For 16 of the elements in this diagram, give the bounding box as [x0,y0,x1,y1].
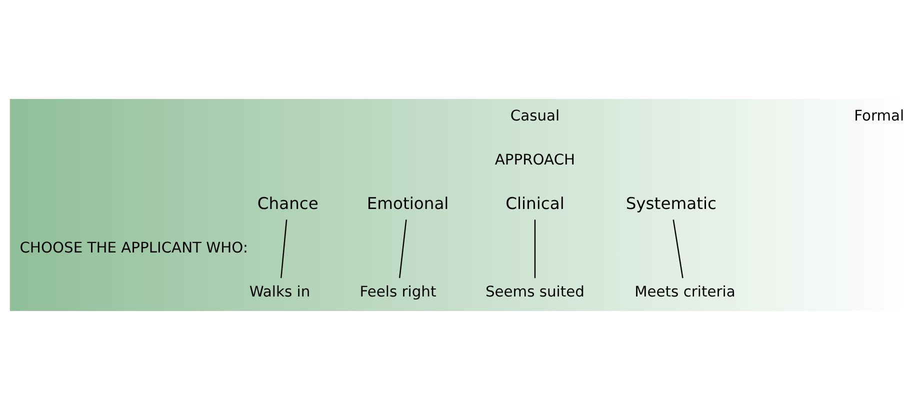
connector [672,219,684,278]
connector [398,219,407,278]
node-text: Clinical [506,194,564,213]
label: Formal [854,107,904,124]
node-text: Walks in [249,283,310,300]
label: Casual [510,107,560,124]
node-text: Feels right [360,283,436,300]
node-text: Emotional [366,194,449,213]
node-text: Chance [257,194,318,213]
label: APPROACH [494,151,576,168]
connector [534,219,536,278]
node-text: Seems suited [485,283,584,300]
label: CHOOSE THE APPLICANT WHO: [20,239,248,256]
connector [280,219,288,278]
node-text: Systematic [626,194,716,213]
node-text: Meets criteria [634,283,736,300]
